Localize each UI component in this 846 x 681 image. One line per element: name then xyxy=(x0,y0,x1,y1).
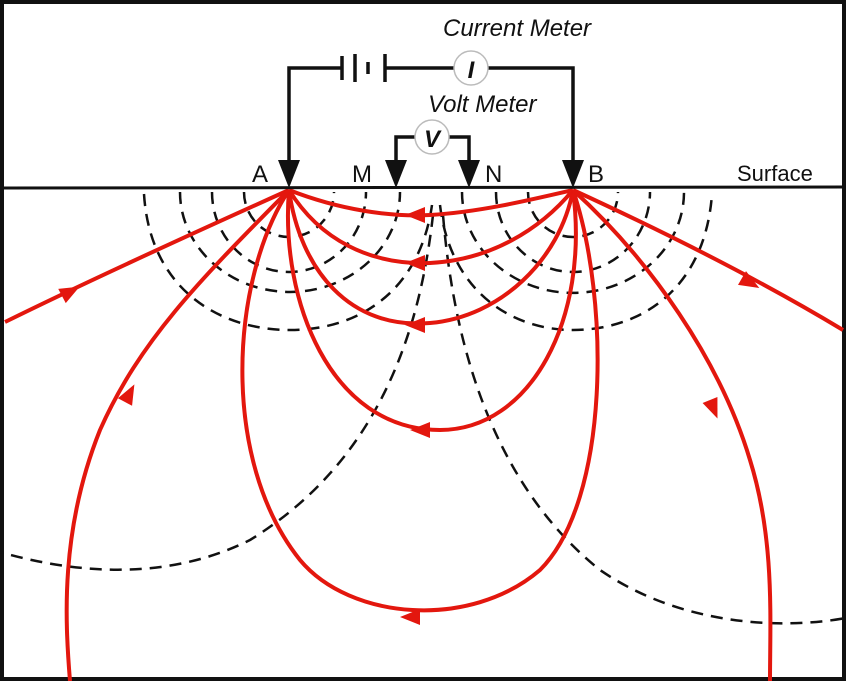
electrode-n-arrow xyxy=(458,160,480,188)
volt-symbol: V xyxy=(424,126,442,153)
surface-line xyxy=(3,185,846,190)
voltmeter-icon xyxy=(414,119,450,155)
equipotential-a-4 xyxy=(142,193,434,332)
equipotential-large-left xyxy=(0,214,435,571)
arrow-icon xyxy=(400,609,420,625)
current-meter-label: Current Meter xyxy=(443,15,592,42)
electrode-b-label: B xyxy=(588,161,604,188)
surface-label: Surface xyxy=(737,161,813,186)
electrode-b-arrow xyxy=(562,160,584,188)
electrode-m-label: M xyxy=(352,161,372,188)
equipotential-large-right xyxy=(441,214,846,625)
ammeter-icon xyxy=(453,50,489,86)
arrow-icon xyxy=(117,384,135,406)
electrode-m-arrow xyxy=(385,160,407,188)
arrow-icon xyxy=(405,317,425,333)
current-circuit xyxy=(278,50,584,188)
equipotential-b-1 xyxy=(526,191,620,239)
current-symbol: I xyxy=(468,57,476,84)
arrow-icon xyxy=(405,207,425,223)
arrow-icon xyxy=(405,255,425,271)
current-lines xyxy=(4,188,845,681)
equipotential-b-4 xyxy=(438,193,714,332)
arrow-icon xyxy=(738,271,760,288)
volt-circuit xyxy=(385,119,480,188)
current-arrows xyxy=(58,207,760,625)
arrow-icon xyxy=(702,397,718,419)
electrode-n-label: N xyxy=(485,161,502,188)
arrow-icon xyxy=(410,422,430,438)
volt-meter-label: Volt Meter xyxy=(428,91,537,118)
electrode-a-arrow xyxy=(278,160,300,188)
equipotential-lines xyxy=(0,191,846,625)
equipotential-a-2 xyxy=(210,191,368,274)
equipotential-a-3 xyxy=(178,191,402,294)
arrow-icon xyxy=(58,286,80,304)
electrode-a-label: A xyxy=(252,161,268,188)
